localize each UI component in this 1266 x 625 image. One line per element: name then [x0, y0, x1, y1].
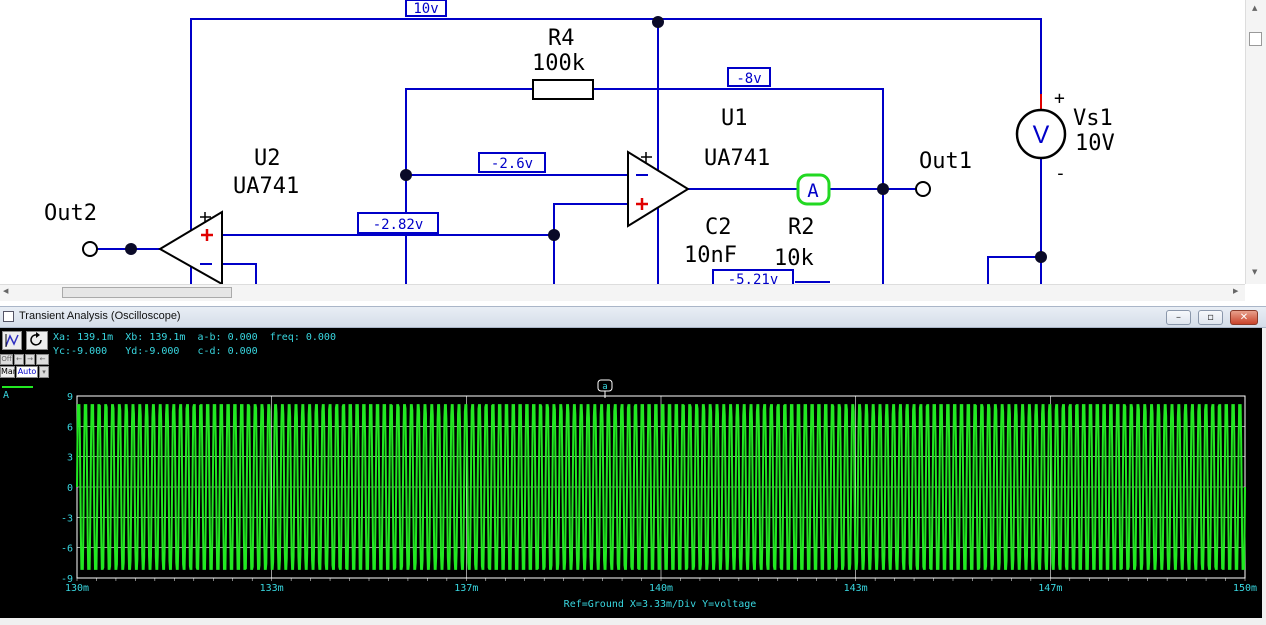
- net-label-minus2-6v: -2.6v: [491, 156, 533, 172]
- vscroll-thumb[interactable]: [1249, 32, 1262, 46]
- u2-model: UA741: [233, 174, 299, 199]
- junction-dot: [1035, 251, 1047, 263]
- c2-name: C2: [705, 215, 732, 240]
- r2-name: R2: [788, 215, 815, 240]
- x-tick-label: 147m: [1038, 583, 1062, 594]
- y-tick-label: 9: [67, 392, 73, 403]
- junction-dot: [125, 243, 137, 255]
- scroll-down-icon[interactable]: ▼: [1252, 268, 1258, 276]
- vs1-name: Vs1: [1073, 106, 1113, 131]
- junctions: [125, 16, 1047, 263]
- wire-u1-pos: [553, 203, 628, 284]
- vs1-source-icon: [1015, 108, 1067, 160]
- schematic-canvas[interactable]: V A 10v -8v -2.6v -2.82v -5.21v R4 100k …: [0, 0, 1266, 305]
- cursor-readout-y: Yc:-9.000 Yd:-9.000 c-d: 0.000: [53, 346, 258, 357]
- u1-name: U1: [721, 106, 748, 131]
- x-tick-label: 140m: [649, 583, 673, 594]
- junction-dot: [400, 169, 412, 181]
- channel-a-swatch: [2, 386, 33, 388]
- mode-dropdown-icon[interactable]: ▾: [39, 366, 49, 378]
- y-tick-label: 3: [67, 453, 73, 464]
- cursor-readout-x: Xa: 139.1m Xb: 139.1m a-b: 0.000 freq: 0…: [53, 332, 336, 343]
- u2-name: U2: [254, 146, 281, 171]
- junction-dot: [652, 16, 664, 28]
- wire-u2-neg: [222, 263, 257, 284]
- auto-mode-button[interactable]: Auto: [16, 366, 38, 378]
- schematic-drawing: V A 10v -8v -2.6v -2.82v -5.21v R4 100k …: [44, 0, 1115, 284]
- window-title: Transient Analysis (Oscilloscope): [19, 310, 181, 322]
- scroll-right-icon[interactable]: ▶: [1233, 287, 1239, 295]
- out2-port-icon: [82, 241, 98, 257]
- vs1-minus-sign: -: [1055, 163, 1066, 184]
- x-tick-label: 133m: [260, 583, 284, 594]
- c2-value: 10nF: [684, 243, 737, 268]
- y-tick-label: -3: [61, 513, 73, 524]
- close-icon[interactable]: ✕: [1230, 310, 1258, 325]
- y-tick-label: -6: [61, 544, 73, 555]
- vs1-symbol: V: [1033, 121, 1050, 149]
- scroll-up-icon[interactable]: ▲: [1252, 4, 1258, 12]
- r2-value: 10k: [774, 246, 814, 271]
- x-tick-label: 143m: [844, 583, 868, 594]
- r4-value: 100k: [532, 51, 585, 76]
- r4-resistor-icon: [532, 79, 594, 100]
- out1-port-icon: [915, 181, 931, 197]
- junction-dot: [548, 229, 560, 241]
- manual-mode-button[interactable]: Man: [0, 366, 18, 378]
- net-label-boxes: [357, 0, 794, 284]
- schematic-horizontal-scrollbar[interactable]: ◀ ▶: [0, 284, 1245, 301]
- oscilloscope-window: Transient Analysis (Oscilloscope) – ▫ ✕ …: [0, 306, 1266, 625]
- waveform-trace-a: [76, 404, 1246, 570]
- minimize-icon[interactable]: –: [1166, 310, 1191, 325]
- r4-name: R4: [548, 26, 575, 51]
- junction-dot: [877, 183, 889, 195]
- step-back-button[interactable]: ←: [36, 354, 49, 365]
- refresh-icon: [30, 332, 42, 346]
- refresh-button[interactable]: [26, 331, 48, 350]
- net-label-minus8v: -8v: [736, 71, 761, 87]
- u1-model: UA741: [704, 146, 770, 171]
- step-right-button[interactable]: →: [25, 354, 35, 365]
- channel-a-label[interactable]: A: [3, 390, 10, 401]
- hscroll-thumb[interactable]: [62, 287, 232, 298]
- waveform-cursor-icon: [5, 334, 19, 347]
- scope-footer: Ref=Ground X=3.33m/Div Y=voltage: [564, 599, 757, 610]
- cursor-a-box: [597, 379, 613, 392]
- vs1-plus-sign: +: [1054, 88, 1065, 109]
- x-tick-labels: 130m 133m 137m 140m 143m 147m 150m: [65, 583, 1257, 594]
- x-tick-label: 137m: [454, 583, 478, 594]
- scroll-left-icon[interactable]: ◀: [3, 287, 9, 295]
- step-left-button[interactable]: ←: [14, 354, 24, 365]
- x-tick-label: 130m: [65, 583, 89, 594]
- net-label-10v: 10v: [413, 1, 438, 17]
- x-tick-label: 150m: [1233, 583, 1257, 594]
- y-tick-label: -9: [61, 574, 73, 585]
- schematic-vertical-scrollbar[interactable]: ▲ ▼: [1245, 0, 1266, 284]
- y-tick-labels: 9 6 3 0 -3 -6 -9: [61, 392, 73, 585]
- cursor-a-marker[interactable]: a: [597, 379, 613, 398]
- wire-r4-left: [405, 88, 533, 284]
- window-app-icon: [3, 311, 14, 322]
- y-tick-label: 6: [67, 422, 73, 433]
- out2-label: Out2: [44, 201, 97, 226]
- oscilloscope-display[interactable]: Off ← → ← Man Auto ▾ A Xa: 139.1m Xb: 13…: [0, 328, 1262, 618]
- y-tick-label: 0: [67, 483, 73, 494]
- net-label-minus2-82v: -2.82v: [373, 217, 424, 233]
- out1-label: Out1: [919, 149, 972, 174]
- cursor-a-label: a: [602, 382, 607, 392]
- off-button[interactable]: Off: [0, 354, 13, 365]
- wire-top-rail: [190, 18, 1042, 284]
- restore-icon[interactable]: ▫: [1198, 310, 1223, 325]
- wire-r4-right: [593, 88, 884, 284]
- vs1-value: 10V: [1075, 131, 1115, 156]
- probe-label: A: [807, 180, 819, 202]
- oscilloscope-titlebar[interactable]: Transient Analysis (Oscilloscope) – ▫ ✕: [0, 306, 1266, 328]
- net-label-minus5-21v: -5.21v: [728, 272, 779, 284]
- wire-vs1-ground: [987, 256, 1041, 284]
- cursor-tool-button[interactable]: [2, 331, 22, 350]
- probe-a-icon: [796, 173, 831, 206]
